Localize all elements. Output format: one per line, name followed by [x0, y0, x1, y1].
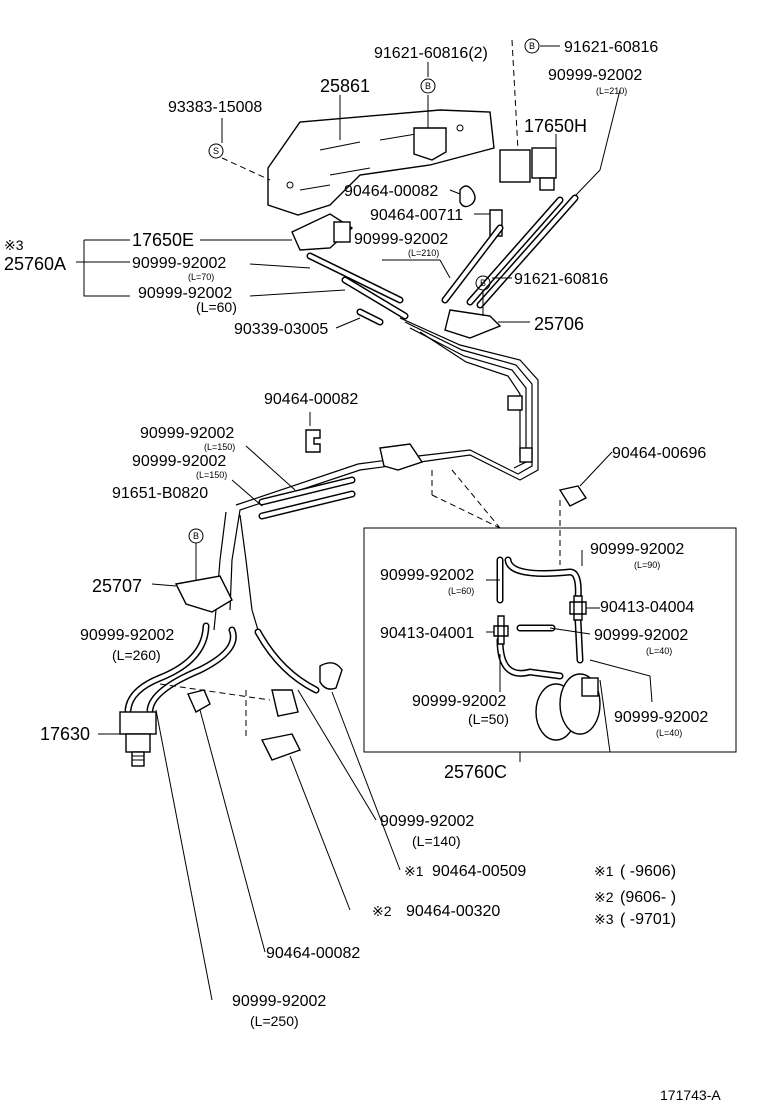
label-90999-92002-c: 90999-92002 — [138, 285, 232, 302]
figure-id: 171743-A — [660, 1087, 721, 1103]
label-mark1-a: ※1 — [404, 863, 424, 879]
label-90464-00711: 90464-00711 — [370, 207, 463, 224]
label-l50: (L=50) — [468, 711, 509, 727]
note-2-text: (9606- ) — [620, 889, 676, 906]
circle-b-3: B — [480, 278, 486, 288]
bracket-25707 — [174, 575, 233, 613]
clip-on-pipe-1 — [507, 395, 523, 411]
label-l150-b: (L=150) — [196, 470, 227, 480]
label-l140: (L=140) — [412, 833, 461, 849]
assembly-box-25760c — [363, 527, 737, 753]
clip-90464-00082-mid — [305, 429, 321, 453]
label-90999-92002-e: 90999-92002 — [140, 425, 234, 442]
label-90413-04004: 90413-04004 — [600, 599, 694, 616]
label-90999-92002-i: 90999-92002 — [380, 567, 474, 584]
label-90999-92002-m: 90999-92002 — [380, 813, 474, 830]
label-90999-92002-l: 90999-92002 — [614, 709, 708, 726]
label-90999-92002-h: 90999-92002 — [590, 541, 684, 558]
label-90413-04001: 90413-04001 — [380, 625, 474, 642]
clip-90464-00082-top — [459, 185, 476, 208]
clip-90464-00696 — [558, 485, 588, 507]
vacuum-pipe-bundle — [213, 317, 539, 631]
tee-90413-04004 — [569, 595, 587, 621]
label-l70: (L=70) — [188, 272, 214, 282]
vacuum-sensor-17630 — [119, 711, 157, 767]
label-90464-00696: 90464-00696 — [612, 445, 706, 462]
label-90999-92002-n: 90999-92002 — [232, 993, 326, 1010]
vsv-17650e — [291, 213, 354, 251]
circle-b-1: B — [425, 81, 431, 91]
clip-90464-00509 — [319, 662, 343, 690]
tee-90413-04001 — [493, 615, 509, 645]
label-l60-a: (L=60) — [196, 299, 237, 315]
label-l260: (L=260) — [112, 647, 161, 663]
label-90999-92002-g: 90999-92002 — [80, 627, 174, 644]
label-90999-92002-d: 90999-92002 — [354, 231, 448, 248]
note-2-mark: ※2 — [594, 889, 614, 905]
label-17650h: 17650H — [524, 116, 587, 136]
note-1-mark: ※1 — [594, 863, 614, 879]
label-91621-60816-top: 91621-60816 — [564, 39, 658, 56]
label-25707: 25707 — [92, 576, 142, 596]
label-l90: (L=90) — [634, 560, 660, 570]
label-90464-00082-c: 90464-00082 — [266, 945, 360, 962]
label-90999-92002-top: 90999-92002 — [548, 67, 642, 84]
bracket-25706 — [444, 309, 502, 339]
label-l40-a: (L=40) — [646, 646, 672, 656]
label-90999-92002-k: 90999-92002 — [412, 693, 506, 710]
label-90999-92002-j: 90999-92002 — [594, 627, 688, 644]
circle-b-4: B — [193, 531, 199, 541]
label-mark2-a: ※2 — [372, 903, 392, 919]
label-91621-60816-2: 91621-60816(2) — [374, 45, 488, 62]
label-90464-00320: 90464-00320 — [406, 903, 500, 920]
vacuum-actuator — [535, 673, 601, 741]
label-90339-03005: 90339-03005 — [234, 321, 328, 338]
label-90464-00082-a: 90464-00082 — [344, 183, 438, 200]
label-l40-b: (L=40) — [656, 728, 682, 738]
label-l60-b: (L=60) — [448, 586, 474, 596]
label-l210-top: (L=210) — [596, 86, 627, 96]
label-90464-00509: 90464-00509 — [432, 863, 526, 880]
circle-b-2: B — [529, 41, 535, 51]
label-l150-a: (L=150) — [204, 442, 235, 452]
label-17630: 17630 — [40, 724, 90, 744]
note-3-text: ( -9701) — [620, 911, 676, 928]
bracket-25861 — [267, 109, 495, 216]
label-25760a: 25760A — [4, 254, 66, 274]
label-l210-b: (L=210) — [408, 248, 439, 258]
label-90999-92002-b: 90999-92002 — [132, 255, 226, 272]
label-25861: 25861 — [320, 76, 370, 96]
label-l250: (L=250) — [250, 1013, 299, 1029]
label-90464-00082-b: 90464-00082 — [264, 391, 358, 408]
note-1-text: ( -9606) — [620, 863, 676, 880]
clip-90464-00082-low — [187, 689, 211, 713]
note-3-mark: ※3 — [594, 911, 614, 927]
label-mark3-a: ※3 — [4, 237, 24, 253]
pipe-connector-block — [379, 443, 424, 471]
circle-s: S — [213, 146, 219, 156]
label-25706: 25706 — [534, 314, 584, 334]
label-93383-15008: 93383-15008 — [168, 99, 262, 116]
label-91651-b0820: 91651-B0820 — [112, 485, 208, 502]
clip-lower-right — [271, 689, 299, 717]
clip-90464-00320 — [260, 733, 301, 761]
label-90999-92002-f: 90999-92002 — [132, 453, 226, 470]
label-17650e: 17650E — [132, 230, 194, 250]
label-91621-60816-b: 91621-60816 — [514, 271, 608, 288]
vsv-17650h — [499, 147, 557, 191]
clip-on-pipe-2 — [519, 447, 533, 463]
label-25760c: 25760C — [444, 762, 507, 782]
notes-legend: ※1 ( -9606) ※2 (9606- ) ※3 ( -9701) — [594, 863, 676, 928]
